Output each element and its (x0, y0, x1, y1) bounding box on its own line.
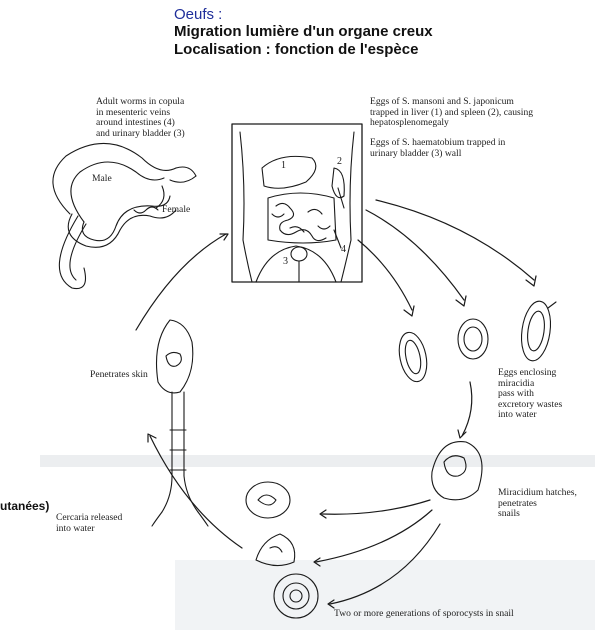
cropped-side-text: utanées) (0, 499, 49, 513)
egg-mansoni (518, 299, 554, 362)
organ-number-intestine: 4 (341, 244, 346, 255)
arrow-to-adult (136, 234, 226, 330)
label-eggs-mansoni: Eggs of S. mansoni and S. japonicum trap… (370, 97, 533, 129)
arrow-to-egg-2 (366, 210, 464, 300)
snail-bulinus (256, 534, 295, 566)
label-adult-worms: Adult worms in copula in mesenteric vein… (96, 97, 185, 139)
label-penetrates-skin: Penetrates skin (90, 370, 148, 381)
organ-number-bladder: 3 (283, 256, 288, 267)
label-eggs-enclosing-miracidia: Eggs enclosing miracidia pass with excre… (498, 368, 562, 421)
label-male: Male (92, 174, 112, 185)
arrow-to-miracidium (462, 382, 472, 436)
label-female: Female (162, 205, 190, 216)
arrow-to-cercaria (150, 436, 242, 548)
egg-haematobium (395, 330, 431, 384)
label-eggs-haematobium: Eggs of S. haematobium trapped in urinar… (370, 138, 505, 159)
arrow-to-egg-3 (376, 200, 534, 280)
egg-japonicum (458, 319, 488, 359)
arrow-to-snail-2 (316, 510, 432, 562)
adult-worms-illustration (53, 143, 196, 288)
label-cercaria-released: Cercaria released into water (56, 513, 122, 534)
organ-number-liver: 1 (281, 160, 286, 171)
snail-biomphalaria (274, 574, 318, 618)
arrow-to-egg-1 (358, 240, 412, 310)
snail-lymnaea (246, 482, 290, 518)
label-sporocysts: Two or more generations of sporocysts in… (334, 609, 514, 620)
miracidium-illustration (432, 442, 482, 500)
abdomen-illustration (232, 124, 362, 282)
arrow-to-snail-1 (322, 500, 430, 514)
arrow-to-snail-3 (330, 524, 440, 604)
cycle-arrows (136, 200, 536, 608)
organ-number-spleen: 2 (337, 156, 342, 167)
cercaria-illustration (152, 320, 208, 526)
label-miracidium-hatches: Miracidium hatches, penetrates snails (498, 488, 577, 520)
